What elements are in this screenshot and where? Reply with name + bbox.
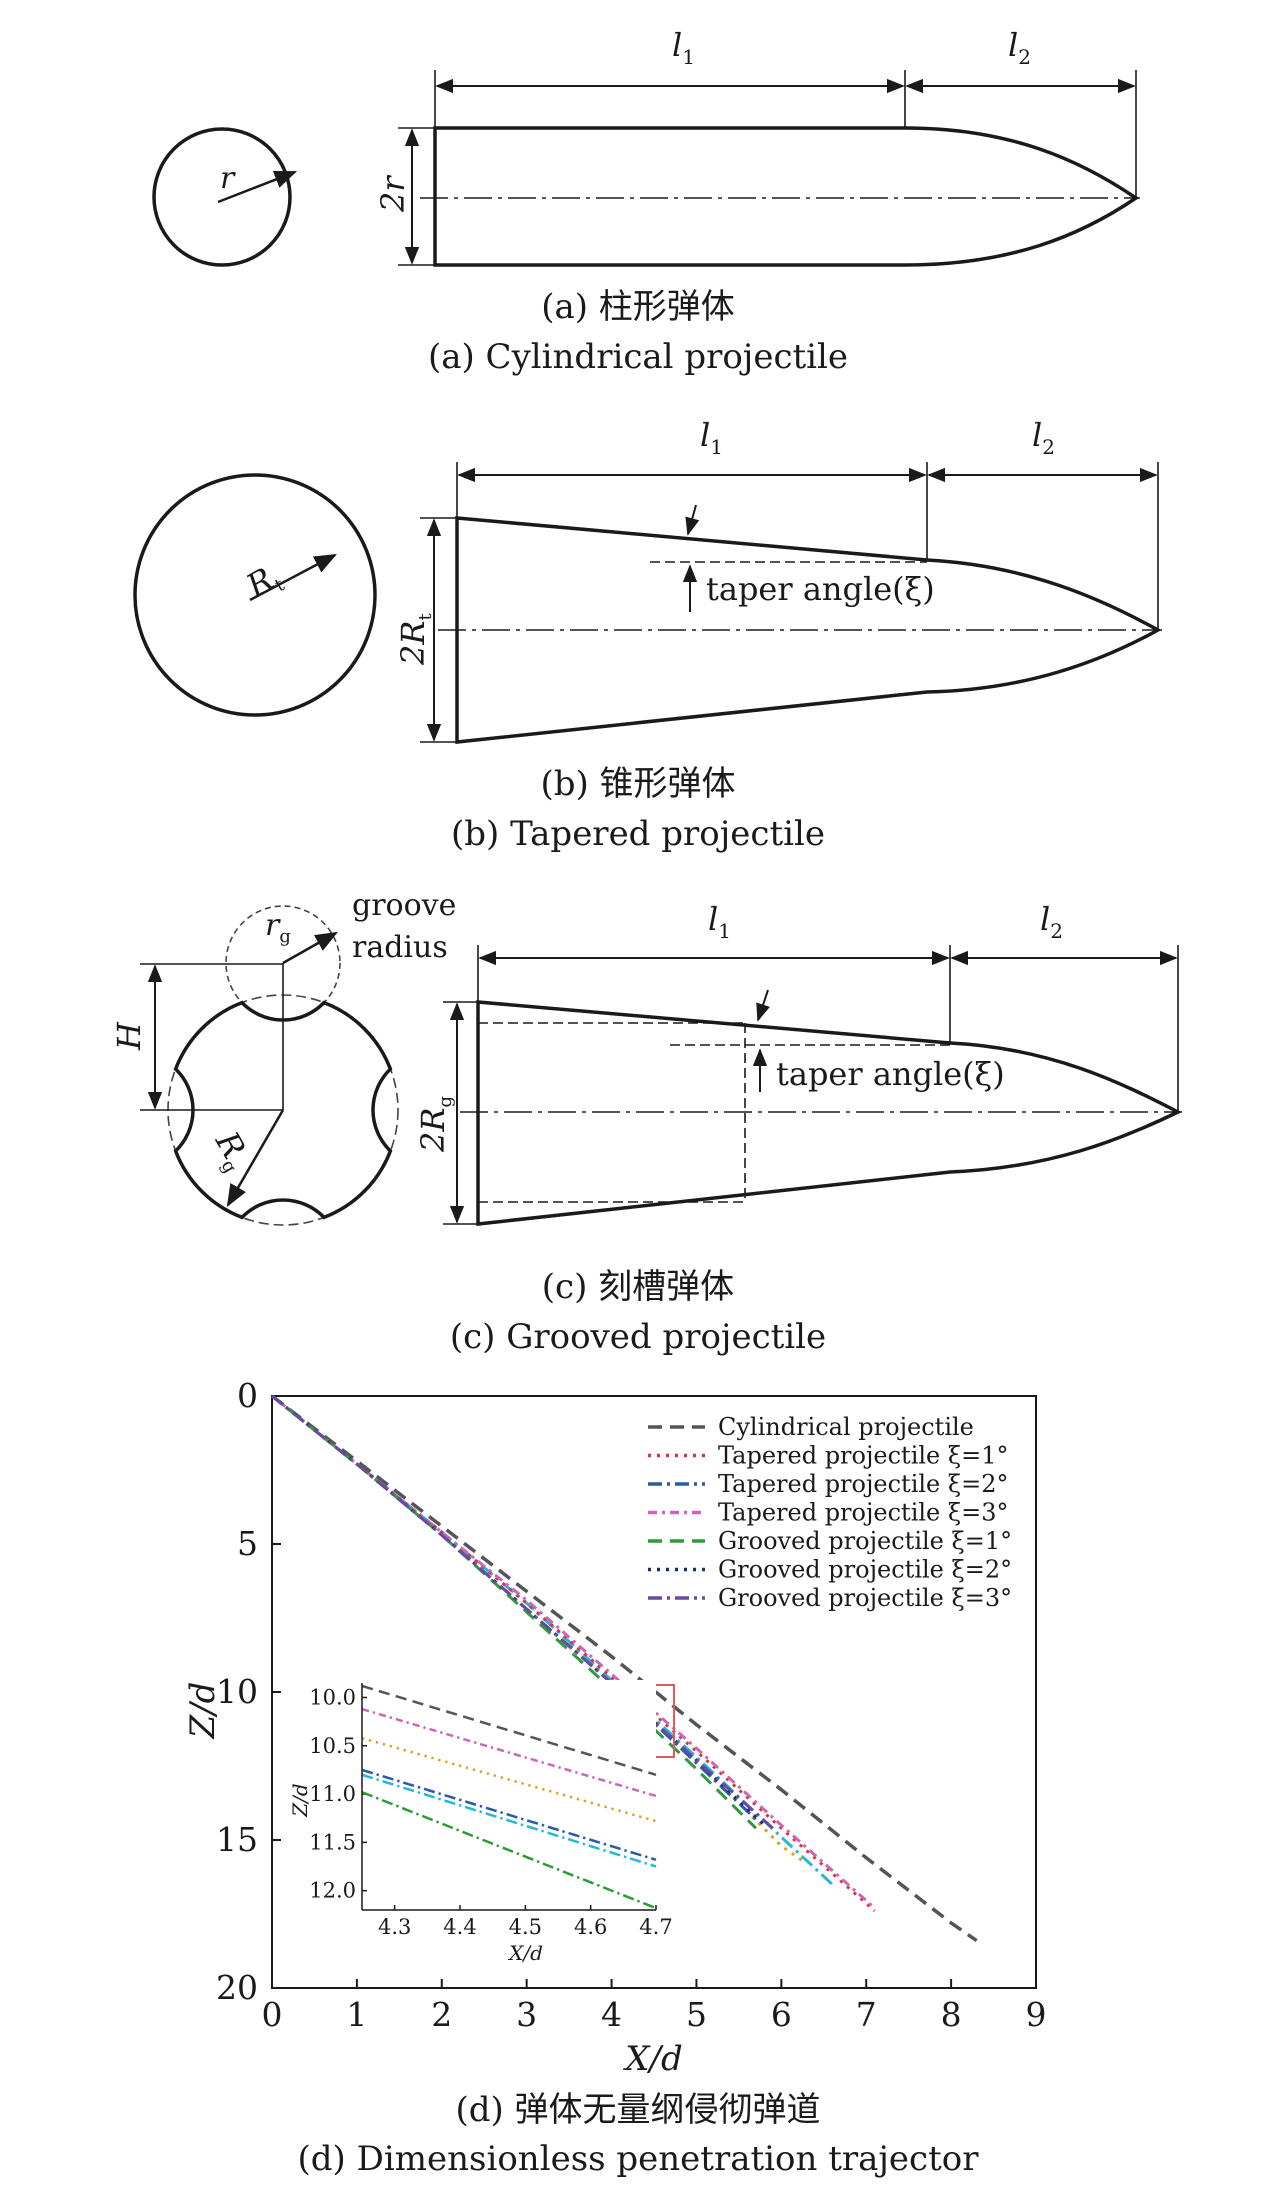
- x-tick-label: 5: [686, 1995, 707, 2034]
- groove-text-2: radius: [352, 930, 448, 965]
- grooved-body-outline: [476, 1000, 1182, 1226]
- x-tick-label: 3: [516, 1995, 537, 2034]
- h-label: H: [110, 1021, 148, 1051]
- x-tick-label: 7: [856, 1995, 877, 2034]
- taper-arrow-top: [685, 504, 700, 536]
- inset-y-tick-label: 11.0: [309, 1782, 356, 1806]
- y-axis-label: Z/d: [183, 1682, 223, 1740]
- y-tick-label: 15: [216, 1820, 258, 1859]
- groove-text-1: groove: [352, 888, 456, 923]
- legend-label: Cylindrical projectile: [718, 1413, 974, 1441]
- l1-label: l1: [708, 900, 731, 943]
- caption-a-cn: (a) 柱形弹体: [541, 287, 735, 327]
- inset-series-line: [361, 1736, 657, 1823]
- l1-label: l1: [672, 26, 695, 69]
- taper-label: taper angle(ξ): [706, 570, 935, 608]
- radius-arrow: [217, 170, 298, 204]
- legend-label: Grooved projectile ξ=3°: [718, 1584, 1012, 1612]
- y-tick-label: 5: [237, 1524, 258, 1563]
- panel-d-chart: 0 5 10 15 20 0 1 2 3 4 5 6 7 8 9 Z/d X/d Cylindrical …: [183, 1376, 1047, 2179]
- inset-series-line: [361, 1684, 657, 1776]
- grooved-cross-section: [173, 1000, 393, 1220]
- legend-label: Tapered projectile ξ=3°: [718, 1499, 1008, 1527]
- diameter-label: 2r: [374, 175, 412, 213]
- inset-series-line: [361, 1768, 657, 1861]
- taper-label: taper angle(ξ): [776, 1055, 1005, 1093]
- legend-label: Tapered projectile ξ=2°: [718, 1470, 1008, 1498]
- inset-x-tick-label: 4.4: [443, 1915, 476, 1939]
- x-axis-ticks: 0 1 2 3 4 5 6 7 8 9: [262, 1979, 1047, 2034]
- inset-series: [361, 1684, 657, 1910]
- legend-label: Grooved projectile ξ=2°: [718, 1556, 1012, 1584]
- series-line: [271, 1394, 774, 1830]
- inset-y-label: Z/d: [288, 1783, 312, 1817]
- x-tick-label: 9: [1026, 1995, 1047, 2034]
- y-tick-label: 0: [237, 1376, 258, 1415]
- x-tick-label: 1: [346, 1995, 367, 2034]
- inset-series-line: [361, 1707, 657, 1798]
- groove-radius-arrow: [282, 931, 338, 965]
- panel-b: Rt l1 l2 taper angle(ξ) 2Rt (b) 锥形弹体 (b)…: [133, 416, 1162, 854]
- groove-circle: [225, 905, 341, 1021]
- caption-b-cn: (b) 锥形弹体: [540, 764, 735, 804]
- groove-r-label: rg: [265, 908, 291, 947]
- x-tick-label: 8: [941, 1995, 962, 2034]
- x-tick-label: 2: [431, 1995, 452, 2034]
- caption-a-en: (a) Cylindrical projectile: [428, 337, 848, 377]
- l1-label: l1: [700, 416, 723, 459]
- caption-c-cn: (c) 刻槽弹体: [542, 1267, 734, 1307]
- diameter-label: 2Rg: [414, 1096, 456, 1153]
- inset-x-tick-label: 4.6: [574, 1915, 607, 1939]
- inset-series-line: [361, 1773, 657, 1868]
- inset-y-tick-label: 10.5: [309, 1734, 356, 1758]
- inset-y-tick-label: 12.0: [309, 1879, 356, 1903]
- main-series: [270, 1394, 978, 1943]
- caption-d-cn: (d) 弹体无量纲侵彻弹道: [455, 2090, 820, 2130]
- inset-x-label: X/d: [507, 1941, 543, 1965]
- diameter-label: 2Rt: [394, 613, 436, 666]
- inset-background: [360, 1680, 656, 1910]
- x-tick-label: 6: [771, 1995, 792, 2034]
- panel-c: H Rg rg groove radius l1 l2 taper angle(…: [110, 888, 1182, 1357]
- cylinder-body-outline: [433, 126, 1140, 267]
- radius-label: r: [220, 161, 236, 196]
- inset-x-tick-label: 4.7: [639, 1915, 672, 1939]
- cylinder-cross-section: [152, 127, 292, 267]
- legend-label: Tapered projectile ξ=1°: [718, 1442, 1008, 1470]
- radius-label: Rt: [239, 556, 289, 609]
- caption-d-en: (d) Dimensionless penetration trajector: [298, 2139, 980, 2179]
- panel-a: r l1 l2 2r (a) 柱形弹体 (a) Cylindrical proj…: [152, 26, 1140, 377]
- inset-x-tick-label: 4.3: [378, 1915, 411, 1939]
- radius-arrow: [249, 553, 337, 602]
- x-tick-label: 0: [262, 1995, 283, 2034]
- l2-label: l2: [1040, 900, 1063, 943]
- l2-label: l2: [1032, 416, 1055, 459]
- taper-arrow-top: [756, 989, 770, 1022]
- inset-ticks: 10.0 10.5 11.0 11.5 12.0 4.3 4.4 4.5 4.6 4.7: [309, 1685, 672, 1939]
- inset-y-tick-label: 11.5: [309, 1830, 356, 1854]
- caption-c-en: (c) Grooved projectile: [450, 1317, 826, 1357]
- series-line: [271, 1394, 757, 1830]
- inset-series-line: [361, 1791, 657, 1910]
- inset-y-tick-label: 10.0: [309, 1685, 356, 1709]
- y-axis-ticks: 0 5 10 15 20: [216, 1376, 281, 2007]
- y-tick-label: 20: [216, 1968, 258, 2007]
- caption-b-en: (b) Tapered projectile: [451, 814, 825, 854]
- rg-arrow: [226, 1109, 285, 1207]
- tapered-cross-section: [133, 473, 377, 717]
- x-tick-label: 4: [601, 1995, 622, 2034]
- inset-x-tick-label: 4.5: [509, 1915, 542, 1939]
- l2-label: l2: [1008, 26, 1031, 69]
- legend-label: Grooved projectile ξ=1°: [718, 1527, 1012, 1555]
- rg-label: Rg: [204, 1124, 259, 1177]
- x-axis-label: X/d: [622, 2039, 682, 2079]
- series-line: [270, 1394, 978, 1943]
- y-tick-label: 10: [216, 1672, 258, 1711]
